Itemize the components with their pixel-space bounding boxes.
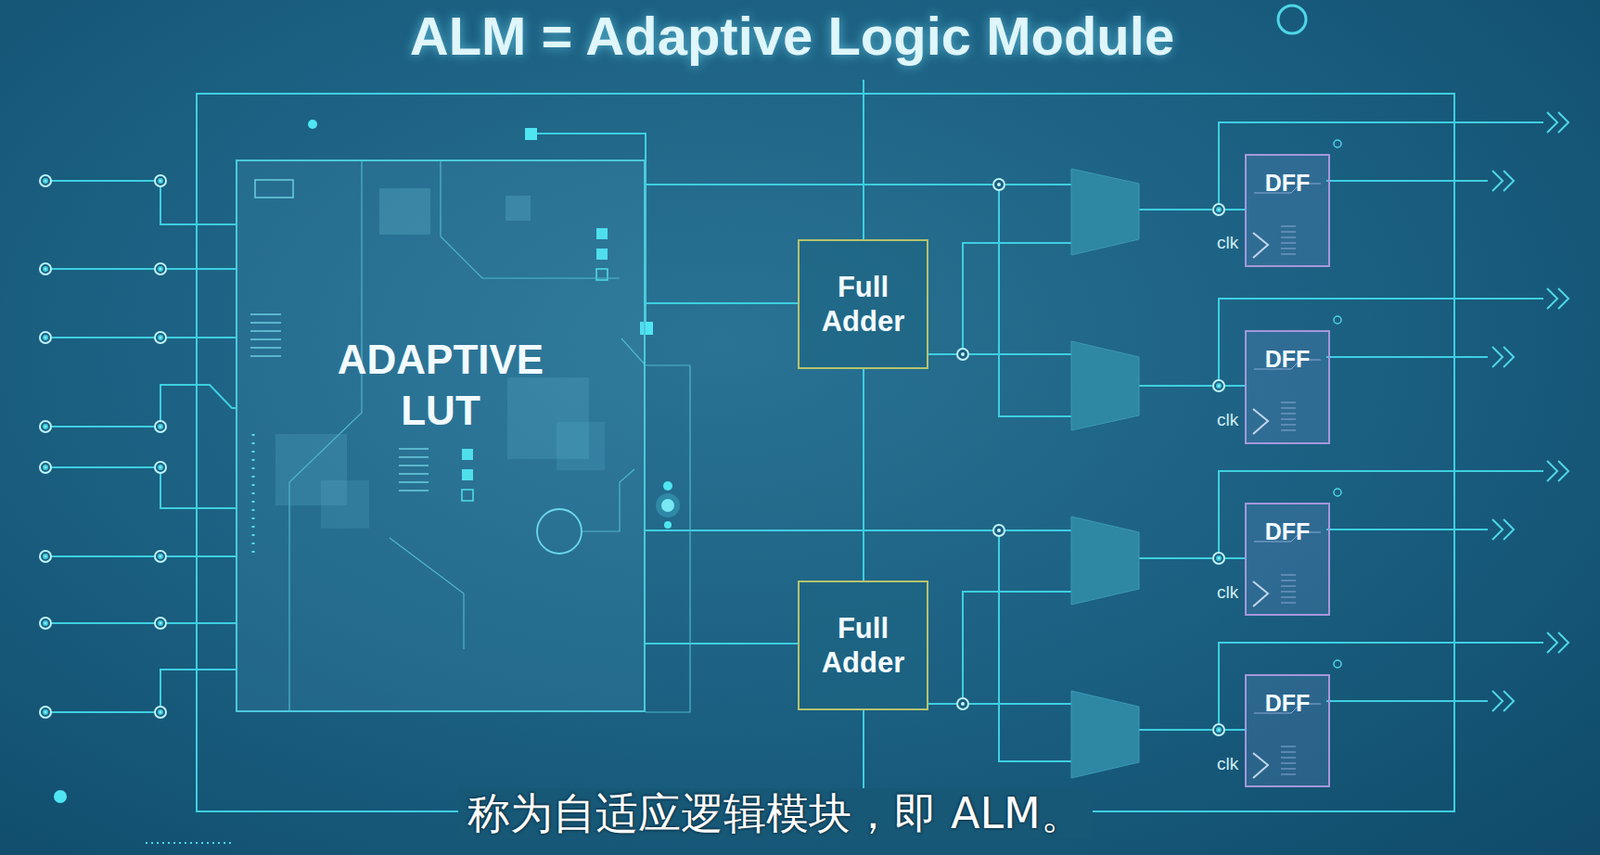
node-label: ADAPTIVE LUT [301,333,580,436]
node-label: DFF [1246,517,1329,546]
multiplexers [1071,168,1140,779]
signal-wire [645,184,1245,417]
junction-dots [957,179,1005,710]
signal-wire [645,302,798,305]
signal-wire [645,530,1245,559]
deco-dot [53,790,67,804]
flipflop-box: DFF [1244,502,1331,616]
flipflop-box: DFF [1244,674,1331,788]
input-pins [39,175,236,718]
signal-wire [645,642,798,645]
signal-wire [645,184,1245,210]
subtitle-caption: 称为自适应逻辑模块，即 ALM。 [458,788,1092,840]
node-label: Full Adder [806,611,921,680]
signal-name: clk [1216,755,1239,775]
signal-wire [862,369,865,581]
signal-name: clk [1216,410,1239,431]
node-label: DFF [1246,345,1329,373]
diagram-title: ALM = Adaptive Logic Module [0,3,1585,69]
caption-row: 称为自适应逻辑模块，即 ALM。 [0,788,1551,840]
adder-box: Full Adder [797,580,929,711]
dff-outputs [1213,112,1569,736]
flipflop-box: DFF [1244,330,1331,445]
flipflop-box: DFF [1244,153,1331,268]
node-label: DFF [1246,168,1329,197]
node-label: DFF [1246,689,1329,717]
deco-dot [307,119,318,129]
deco-dots [145,842,233,845]
outer-frame [196,79,1455,812]
signal-name: clk [1216,583,1239,603]
signal-name: clk [1216,233,1239,254]
node-label: Full Adder [806,269,921,339]
lut-box: ADAPTIVE LUT [235,159,646,713]
adder-box: Full Adder [797,239,929,370]
signal-wire [645,530,1245,762]
deco-ring [1278,5,1306,34]
